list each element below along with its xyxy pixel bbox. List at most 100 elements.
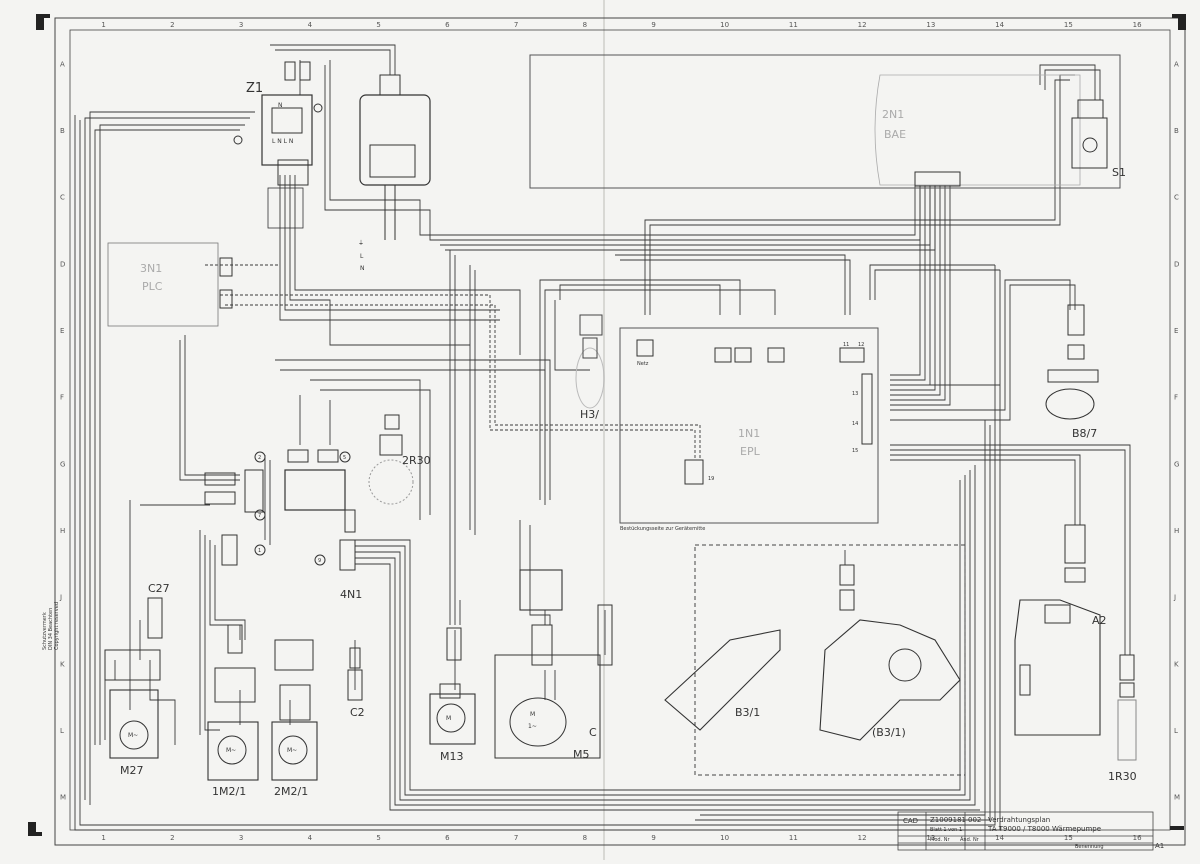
grid-row-left-M: M xyxy=(60,794,66,802)
grid-row-left-D: D xyxy=(60,260,65,268)
c27-label: C27 xyxy=(148,582,170,595)
grid-row-right-E: E xyxy=(1174,327,1178,335)
plc-title: 3N1 xyxy=(140,262,162,275)
z1-n-label: N xyxy=(278,102,283,109)
h3-lamp xyxy=(575,314,605,409)
corner-mark-tl xyxy=(36,14,44,30)
grid-col-bottom-13: 13 xyxy=(926,834,935,842)
grid-row-left-K: K xyxy=(60,660,65,668)
grid-col-bottom-1: 1 xyxy=(101,834,105,842)
main-switch xyxy=(359,74,431,240)
corner-mark-bl xyxy=(28,822,36,836)
grid-col-top-15: 15 xyxy=(1064,21,1073,29)
tb-title2: TA T9000 / T8000 Wärmepumpe xyxy=(987,825,1101,833)
tb-title1: Verdrahtungsplan xyxy=(988,816,1050,824)
tb-aend: Änd. Nr xyxy=(960,836,980,843)
conn-13: 13 xyxy=(852,391,858,397)
margin-note: Schutzvermerk DIN 34 Beachten Copyright … xyxy=(42,602,60,650)
svg-text:Schutzvermerk: Schutzvermerk xyxy=(42,612,48,650)
grid-row-right-L: L xyxy=(1174,727,1178,735)
grid-row-right-B: B xyxy=(1174,127,1179,135)
plug-1: 1 xyxy=(258,548,261,554)
conn-15: 15 xyxy=(852,448,858,454)
grid-row-left-B: B xyxy=(60,127,65,135)
grid-row-right-J: J xyxy=(1173,594,1176,602)
corner-mark-br xyxy=(1170,826,1184,830)
grid-row-right-K: K xyxy=(1174,660,1179,668)
b31-region xyxy=(664,544,966,776)
conn-19: 19 xyxy=(708,476,714,482)
plc-module xyxy=(107,242,233,327)
grid-col-top-10: 10 xyxy=(720,21,729,29)
grid-row-left-E: E xyxy=(60,327,64,335)
tb-benennung: Benennung xyxy=(1075,844,1104,850)
grid-col-bottom-2: 2 xyxy=(170,834,174,842)
m5-symbol: M xyxy=(530,711,535,718)
grid-col-top-3: 3 xyxy=(239,21,243,29)
tb-sheet: Blatt 1 von 1 xyxy=(930,827,962,833)
grid-col-top-8: 8 xyxy=(583,21,587,29)
conn-14: 14 xyxy=(852,421,858,427)
grid-col-bottom-5: 5 xyxy=(376,834,380,842)
tb-drawing-no: Z1009181 xyxy=(930,816,966,824)
plug-2: 2 xyxy=(258,455,261,461)
a2-label: A2 xyxy=(1092,614,1107,627)
m13-motor xyxy=(429,627,476,745)
c27-capacitor xyxy=(147,597,163,639)
bae-module xyxy=(529,54,1121,189)
grid-col-top-4: 4 xyxy=(308,21,313,29)
m13-symbol: M xyxy=(446,715,451,722)
m21-1-symbol: M~ xyxy=(226,747,236,754)
m5-motor xyxy=(494,569,613,759)
grid-row-right-C: C xyxy=(1174,194,1179,202)
plug-5: 5 xyxy=(343,455,346,461)
z1-label: Z1 xyxy=(246,81,263,96)
grid-col-top-14: 14 xyxy=(995,21,1004,29)
grid-col-top-1: 1 xyxy=(101,21,105,29)
ground-symbol-label: ⏚ xyxy=(358,240,364,247)
bae-title: 2N1 xyxy=(882,108,904,121)
grid-col-top-16: 16 xyxy=(1133,21,1142,29)
outer-frame xyxy=(54,17,1186,846)
tb-mod: Mod. Nr xyxy=(930,837,950,843)
epl-board xyxy=(619,327,879,524)
tb-rev: 002 xyxy=(968,816,981,824)
m5-symbol-ac: 1~ xyxy=(528,723,537,730)
epl-subtitle: EPL xyxy=(740,445,761,458)
m5-c-label: C xyxy=(589,726,597,739)
tb-format: A1 xyxy=(1155,842,1164,850)
m21-1-label: 1M2/1 xyxy=(212,785,246,798)
a2-module xyxy=(1014,524,1101,736)
power-l-label: L xyxy=(360,253,364,260)
grid-row-left-F: F xyxy=(60,394,64,402)
grid-col-bottom-3: 3 xyxy=(239,834,243,842)
grid-col-bottom-11: 11 xyxy=(789,834,798,842)
grid-col-top-7: 7 xyxy=(514,21,518,29)
svg-text:DIN 34 Beachten: DIN 34 Beachten xyxy=(48,608,54,650)
grid-col-top-2: 2 xyxy=(170,21,174,29)
z1-filter xyxy=(233,61,323,229)
b8-sensor xyxy=(1045,304,1099,420)
m21-2-symbol: M~ xyxy=(287,747,297,754)
grid-col-bottom-10: 10 xyxy=(720,834,729,842)
conn-12: 12 xyxy=(858,342,864,348)
grid-row-right-M: M xyxy=(1174,794,1180,802)
m21-1-motor xyxy=(207,624,259,781)
wiring xyxy=(74,44,1131,831)
grid-row-right-A: A xyxy=(1174,60,1179,68)
grid-row-left-J: J xyxy=(59,594,62,602)
grid-row-left-C: C xyxy=(60,194,65,202)
plug-7: 7 xyxy=(258,513,261,519)
svg-text:Copyright reserved: Copyright reserved xyxy=(54,602,60,650)
grid-col-top-5: 5 xyxy=(376,21,380,29)
b8-label: B8/7 xyxy=(1072,427,1097,440)
conn-11: 11 xyxy=(843,342,849,348)
m5-label: M5 xyxy=(573,748,590,761)
grid-col-bottom-9: 9 xyxy=(651,834,655,842)
grid-col-bottom-8: 8 xyxy=(583,834,587,842)
grid-row-left-A: A xyxy=(60,60,65,68)
h3-label: H3/ xyxy=(580,408,599,421)
